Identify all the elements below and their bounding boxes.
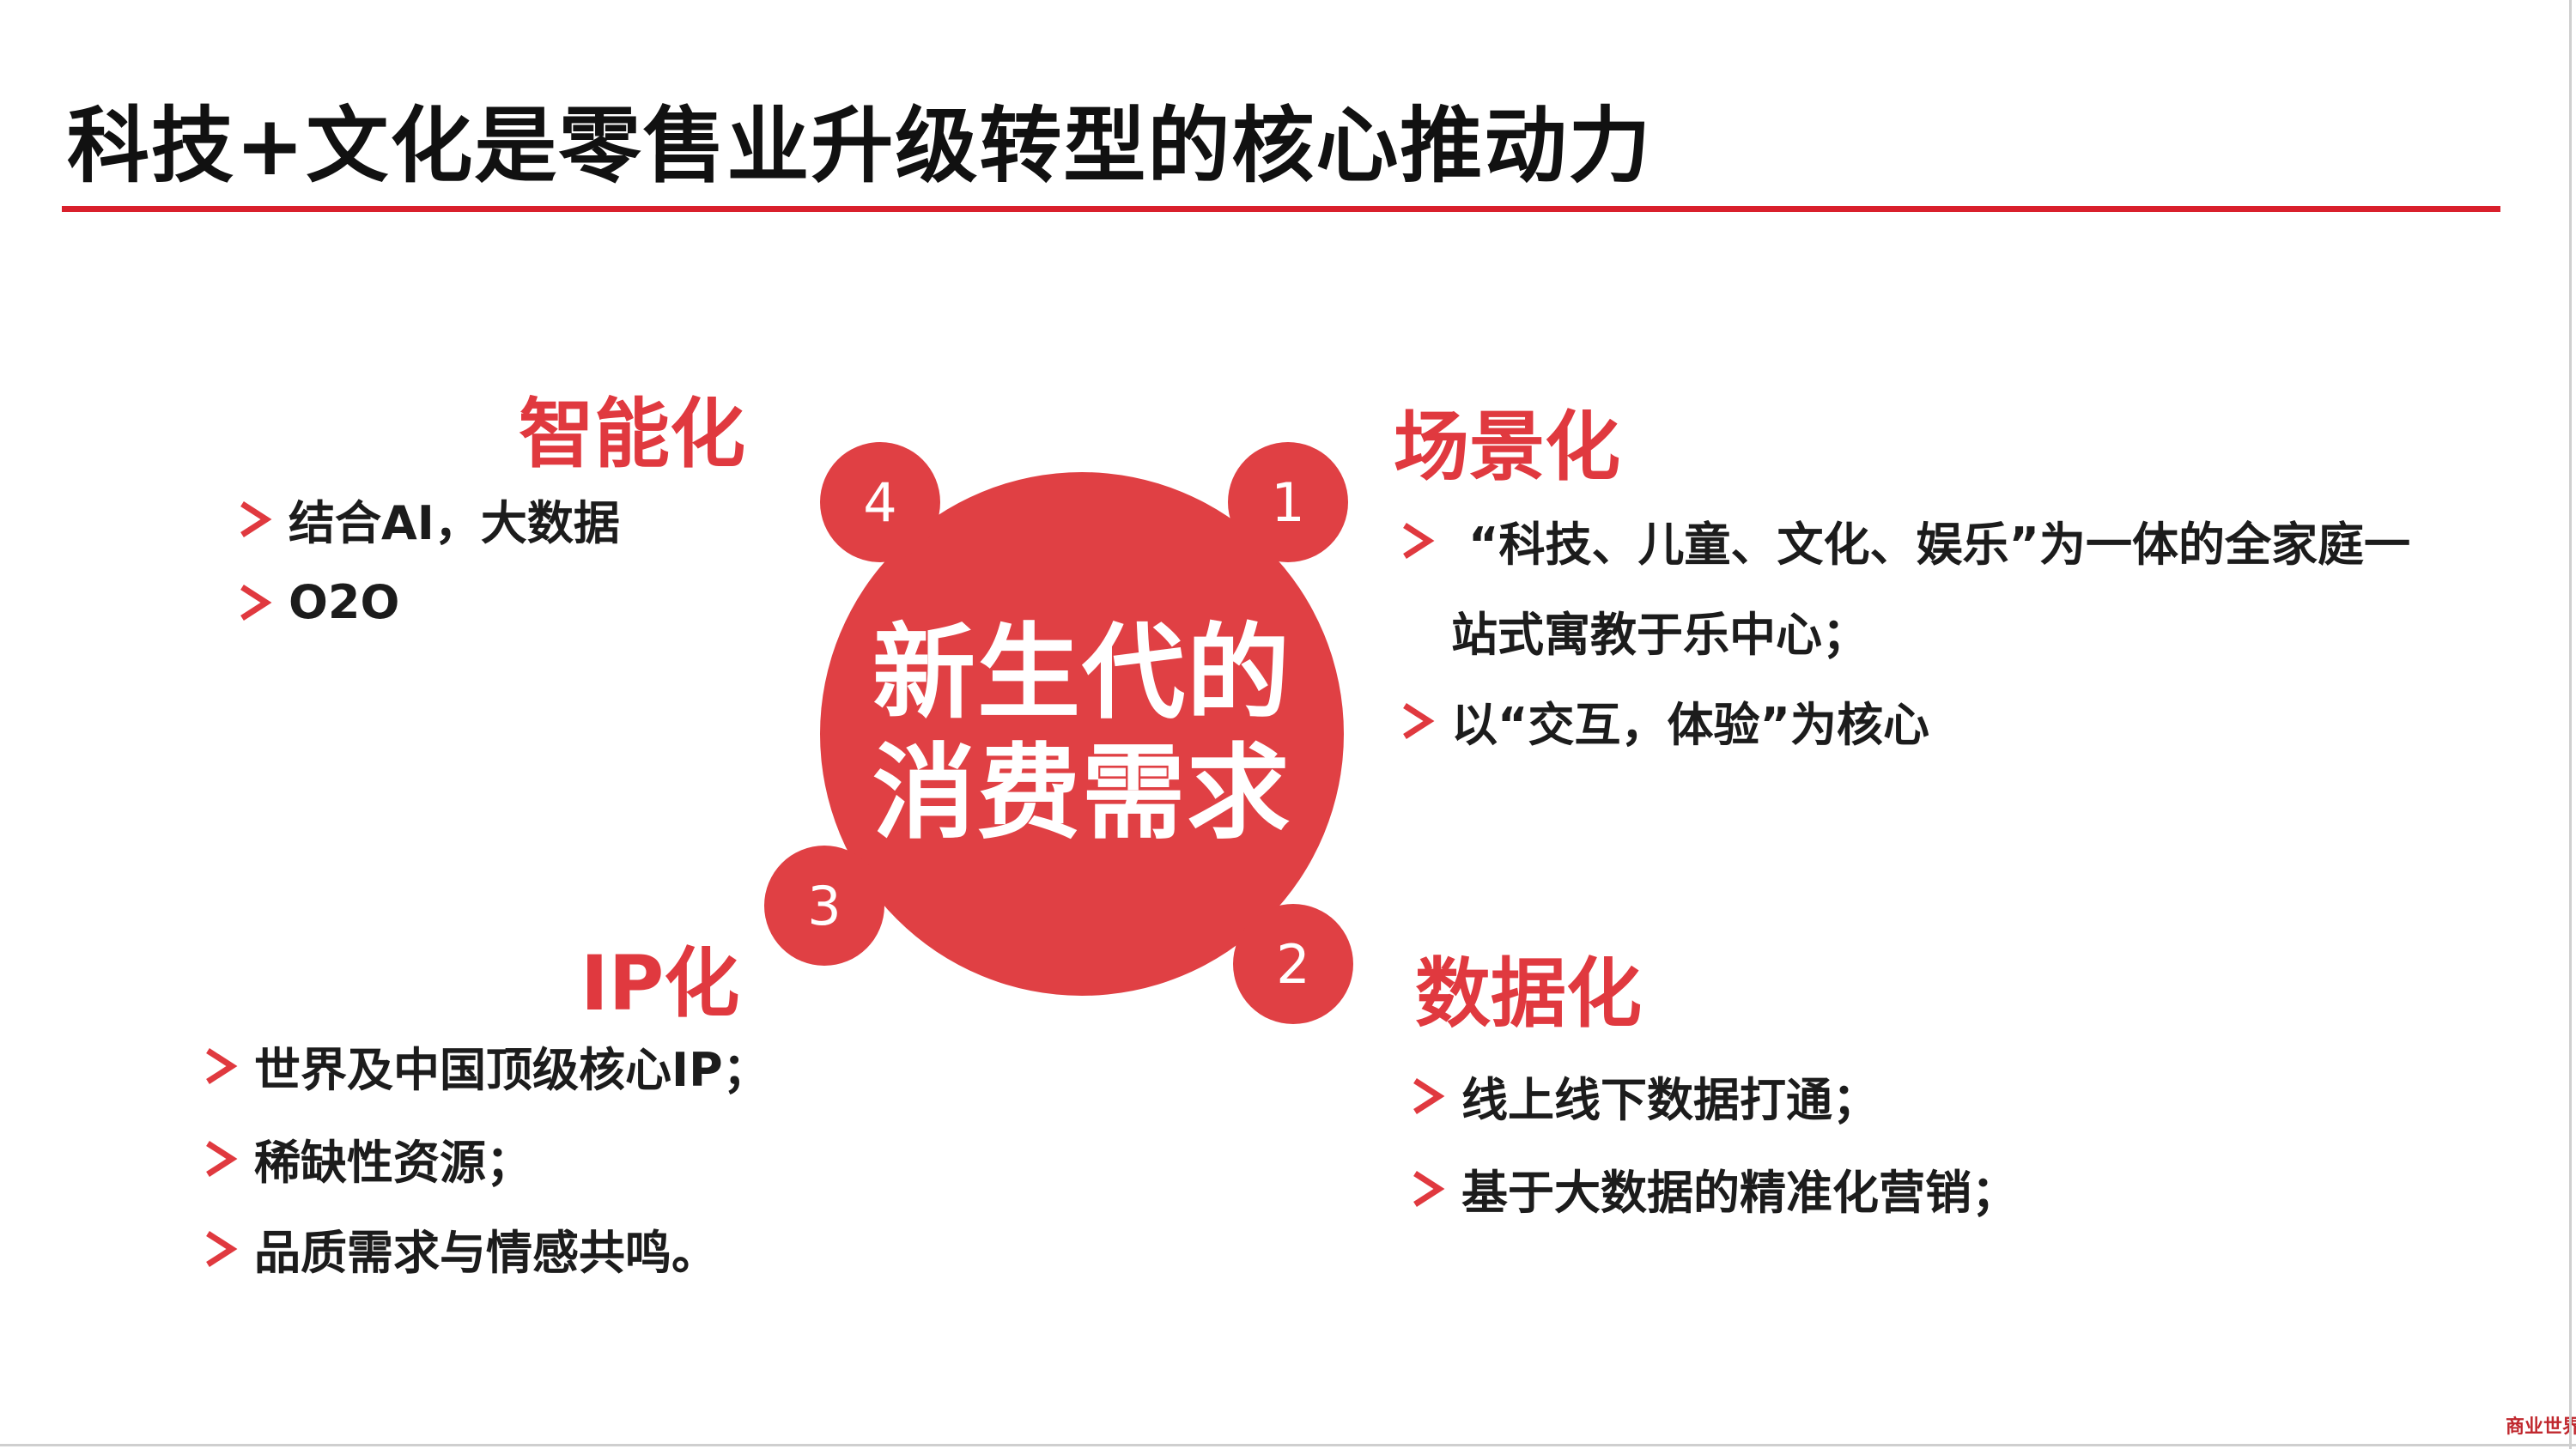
slide-title: 科技+文化是零售业升级转型的核心推动力 (67, 98, 1653, 194)
number-badge-3: 3 (764, 846, 884, 966)
bullet-text: 品质需求与情感共鸣。 (254, 1226, 718, 1280)
chevron-right-icon (234, 499, 275, 540)
bullet-text: 结合AI，大数据 (289, 496, 620, 550)
bullet-ip-2: 稀缺性资源； (199, 1125, 532, 1192)
chevron-right-icon (199, 1228, 240, 1270)
bottom-border (0, 1444, 2576, 1446)
bullet-text: 线上线下数据打通； (1461, 1073, 1879, 1127)
heading-intelligent: 智能化 (519, 390, 746, 478)
bullet-text: 以“交互，体验”为核心 (1451, 698, 1929, 752)
heading-scenario: 场景化 (1394, 403, 1621, 491)
brand-logo: 商业世界 (2506, 1416, 2576, 1438)
bullet-ip-3: 品质需求与情感共鸣。 (199, 1215, 718, 1282)
chevron-right-icon (234, 582, 275, 623)
bullet-text: “科技、儿童、文化、娱乐”为一体的全家庭一 (1468, 518, 2410, 572)
chevron-right-icon (1396, 700, 1437, 742)
bullet-data-1: 线上线下数据打通； (1406, 1062, 1879, 1130)
bullet-text: 基于大数据的精准化营销； (1461, 1166, 2018, 1220)
bullet-data-2: 基于大数据的精准化营销； (1406, 1155, 2018, 1222)
center-text-line-1: 新生代的 (872, 614, 1291, 733)
bullet-scenario-1: “科技、儿童、文化、娱乐”为一体的全家庭一 (1396, 506, 2410, 574)
chevron-right-icon (1406, 1076, 1448, 1117)
number-badge-2: 2 (1233, 904, 1353, 1024)
bullet-text: 世界及中国顶级核心IP； (254, 1043, 769, 1097)
number-badge-4: 4 (820, 442, 940, 562)
chevron-right-icon (199, 1138, 240, 1179)
heading-ip: IP化 (580, 939, 740, 1028)
bullet-ip-1: 世界及中国顶级核心IP； (199, 1032, 769, 1100)
chevron-right-icon (1396, 520, 1437, 561)
heading-data: 数据化 (1415, 949, 1643, 1038)
center-circle: 新生代的 消费需求 (820, 472, 1344, 996)
bullet-intelligent-1: 结合AI，大数据 (234, 485, 620, 553)
bullet-scenario-2: 以“交互，体验”为核心 (1396, 687, 1929, 755)
bullet-text: 稀缺性资源； (254, 1136, 532, 1190)
center-text-line-2: 消费需求 (872, 734, 1291, 853)
bullet-scenario-1-continued: 站式寓教于乐中心； (1451, 597, 1868, 664)
number-badge-1: 1 (1228, 442, 1348, 562)
bullet-intelligent-2: O2O (234, 575, 399, 629)
chevron-right-icon (1406, 1168, 1448, 1210)
chevron-right-icon (199, 1046, 240, 1087)
title-divider (62, 206, 2500, 212)
bullet-text: 站式寓教于乐中心； (1451, 608, 1868, 662)
bullet-text: O2O (289, 575, 400, 629)
right-border (2569, 0, 2572, 1449)
